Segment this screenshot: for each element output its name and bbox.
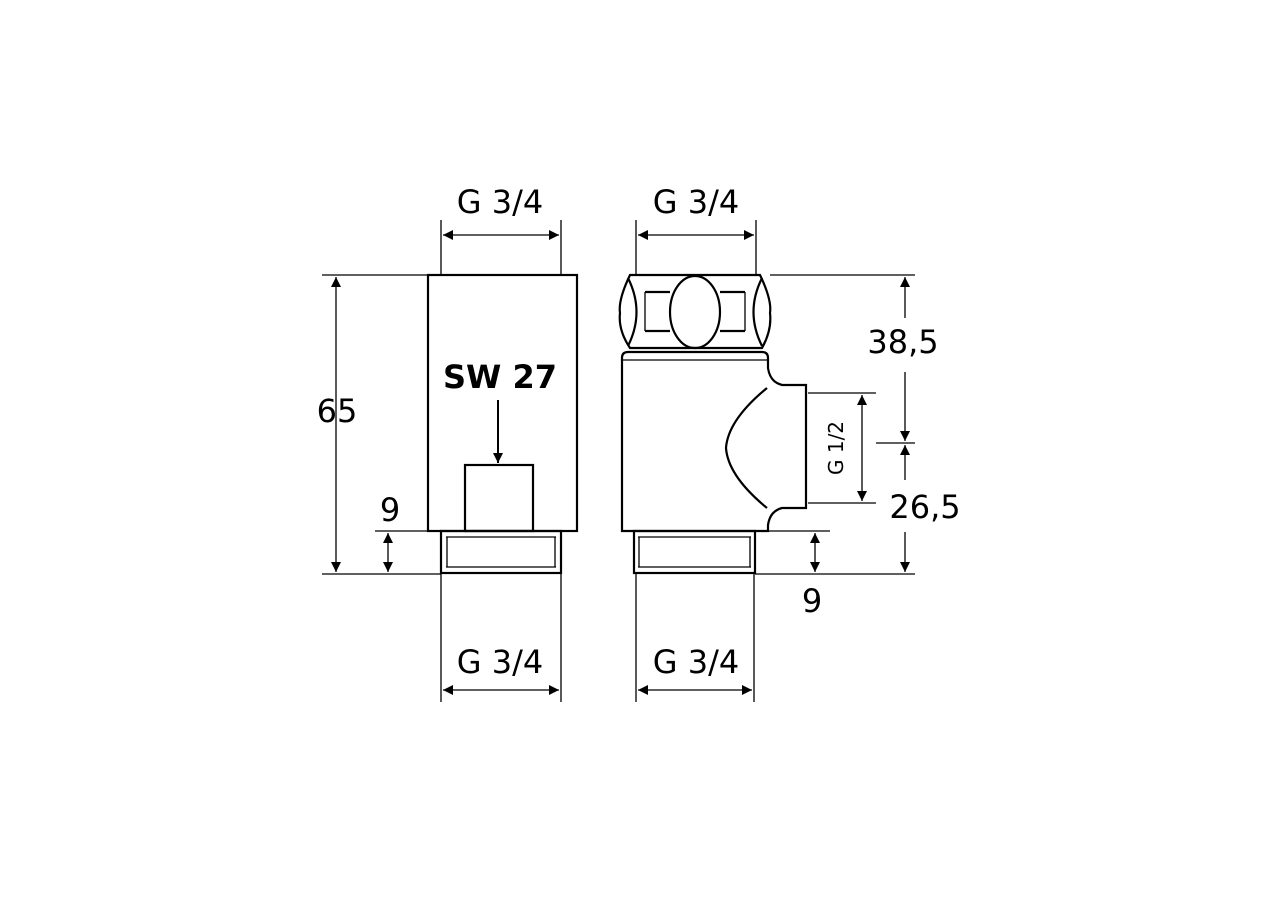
thread-length-label: 9 <box>380 491 400 529</box>
left-view: SW 27 G 3/4 65 9 G 3/4 <box>317 183 579 702</box>
fitting-body <box>426 273 579 533</box>
hex-nut <box>618 273 772 350</box>
top-thread-label: G 3/4 <box>653 183 739 221</box>
bottom-thread-label: G 3/4 <box>457 643 543 681</box>
bottom-thread <box>632 529 757 575</box>
outlet-contour <box>724 387 768 509</box>
upper-height-label: 38,5 <box>867 323 938 361</box>
valve-body <box>620 350 808 533</box>
lower-height-label: 26,5 <box>889 488 960 526</box>
top-thread-label: G 3/4 <box>457 183 543 221</box>
height-label: 65 <box>317 392 358 430</box>
outlet-thread-label: G 1/2 <box>824 421 848 475</box>
wrench-flat <box>463 463 535 533</box>
bottom-thread <box>439 529 563 575</box>
bottom-thread-label: G 3/4 <box>653 643 739 681</box>
right-view: G 3/4 38,5 26,5 G 1/2 9 G 3/4 <box>618 183 961 702</box>
thread-length-label: 9 <box>802 582 822 620</box>
wrench-size-label: SW 27 <box>443 358 557 396</box>
